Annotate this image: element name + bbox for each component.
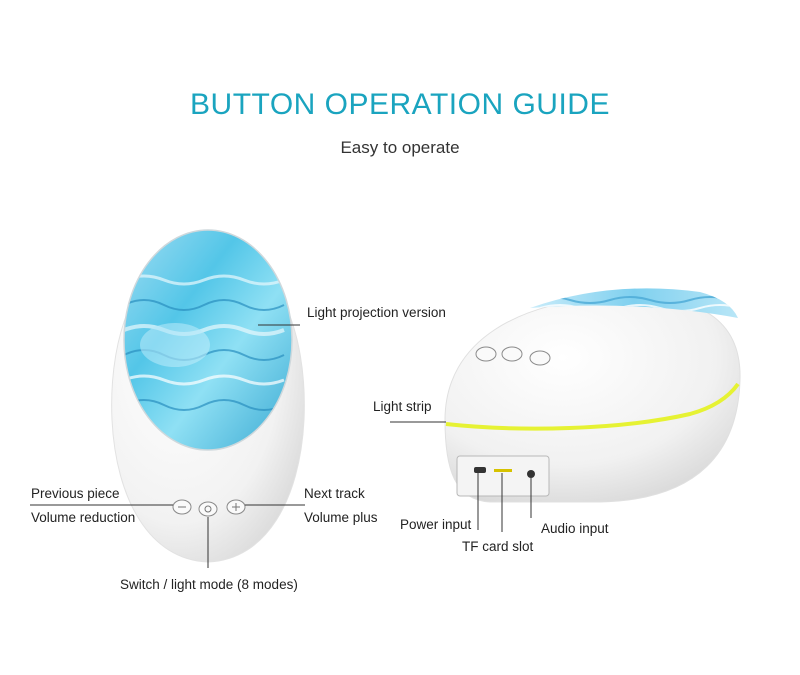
label-light-strip: Light strip (373, 399, 432, 414)
device-side-shell (444, 295, 741, 503)
power-port (474, 467, 486, 473)
label-next-track: Next track (304, 486, 365, 501)
side-next-button[interactable] (529, 350, 551, 366)
tf-card-slot-port (494, 469, 512, 472)
label-volume-plus: Volume plus (304, 510, 378, 525)
device-front-view (111, 229, 305, 563)
label-power-input: Power input (400, 517, 472, 532)
next-volume-up-button[interactable] (226, 499, 246, 515)
page-title: BUTTON OPERATION GUIDE (190, 88, 610, 121)
previous-volume-down-button[interactable] (172, 499, 192, 515)
label-light-projection: Light projection version (307, 305, 446, 320)
light-strip-band (445, 382, 740, 431)
label-switch-light-mode: Switch / light mode (8 modes) (120, 577, 298, 592)
device-side-view (444, 288, 741, 503)
label-tf-card-slot: TF card slot (462, 539, 534, 554)
device-top-lens (530, 288, 738, 318)
label-previous-piece: Previous piece (31, 486, 120, 501)
switch-mode-button[interactable] (198, 501, 218, 517)
label-audio-input: Audio input (541, 521, 609, 536)
leader-lines (30, 324, 532, 568)
page-subtitle: Easy to operate (340, 138, 460, 157)
projection-lens (124, 230, 292, 450)
label-volume-reduction: Volume reduction (31, 510, 136, 525)
audio-jack (527, 470, 535, 478)
side-mode-button[interactable] (501, 346, 523, 362)
lens-water-ripples (124, 274, 285, 411)
port-panel (456, 455, 550, 497)
side-previous-button[interactable] (475, 346, 497, 362)
